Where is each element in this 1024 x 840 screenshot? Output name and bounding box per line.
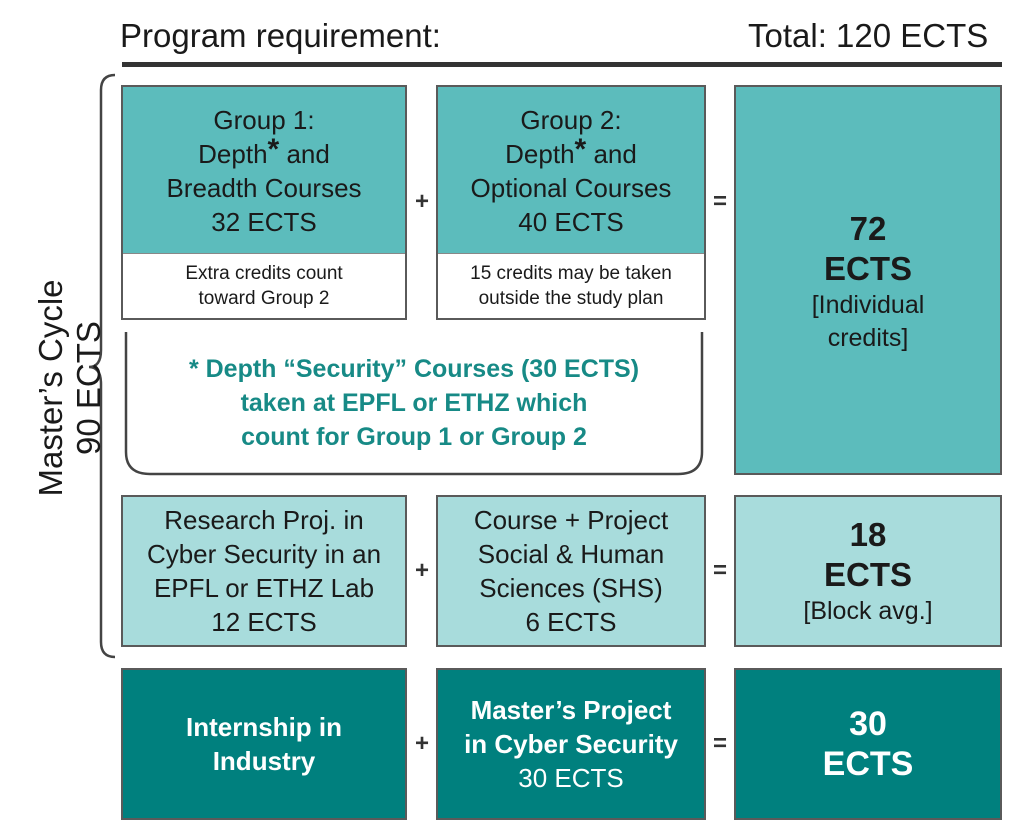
group1-depth: Depth <box>198 139 268 169</box>
group1-depth-line: Depth* and <box>198 133 330 171</box>
shs-line1: Course + Project <box>473 505 669 535</box>
group2-note-line1: 15 credits may be taken <box>470 263 672 284</box>
group1-header: Group 1: Depth* and Breadth Courses 32 E… <box>123 87 405 253</box>
shs-line2: Social & Human <box>477 539 665 569</box>
masters-cycle-title: Master’s Cycle <box>32 279 69 497</box>
total-30-value: 30 <box>849 705 887 743</box>
group2-box: Group 2: Depth* and Optional Courses 40 … <box>436 85 706 320</box>
total-72-note-line2: credits] <box>827 324 909 352</box>
plus-operator-row3: + <box>414 730 429 757</box>
group1-subtitle: Breadth Courses <box>166 173 362 203</box>
total-72-value: 72 <box>849 210 887 247</box>
total-18-value: 18 <box>849 515 887 553</box>
group2-header: Group 2: Depth* and Optional Courses 40 … <box>438 87 704 253</box>
total-30-unit: ECTS <box>822 745 914 783</box>
group1-note: Extra credits count toward Group 2 <box>123 253 405 318</box>
group2-depth-line: Depth* and <box>505 133 637 171</box>
group2-ects: 40 ECTS <box>518 207 624 237</box>
plus-operator-row1: + <box>414 188 429 215</box>
security-brace <box>124 332 704 476</box>
total-72-note-line1: [Individual <box>811 291 925 319</box>
total-30-box: 30 ECTS <box>734 668 1002 820</box>
group2-title: Group 2: <box>520 105 622 135</box>
group1-title: Group 1: <box>213 105 315 135</box>
group1-and: and <box>279 139 330 169</box>
group1-box: Group 1: Depth* and Breadth Courses 32 E… <box>121 85 407 320</box>
masters-project-box: Master’s Project in Cyber Security 30 EC… <box>436 668 706 820</box>
security-note-line2: taken at EPFL or ETHZ which <box>240 389 588 417</box>
total-18-note: [Block avg.] <box>803 596 933 625</box>
group1-ects: 32 ECTS <box>211 207 317 237</box>
group1-note-line2: toward Group 2 <box>198 288 330 309</box>
internship-line2: Industry <box>212 746 316 776</box>
masters-project-ects: 30 ECTS <box>518 763 624 793</box>
masters-project-line1: Master’s Project <box>470 695 672 725</box>
group2-and: and <box>586 139 637 169</box>
group1-star: * <box>267 133 280 166</box>
group2-star: * <box>574 133 587 166</box>
research-line2: Cyber Security in an <box>146 539 382 569</box>
total-18-unit: ECTS <box>823 555 912 593</box>
research-line3: EPFL or ETHZ Lab <box>153 573 375 603</box>
total-ects-label: Total: 120 ECTS <box>748 17 989 54</box>
shs-box: Course + Project Social & Human Sciences… <box>436 495 706 647</box>
group2-depth: Depth <box>505 139 575 169</box>
shs-line3: Sciences (SHS) <box>479 573 663 603</box>
total-72-unit: ECTS <box>823 250 912 287</box>
program-requirement-label: Program requirement: <box>120 17 441 54</box>
research-project-box: Research Proj. in Cyber Security in an E… <box>121 495 407 647</box>
masters-cycle-ects: 90 ECTS <box>70 321 107 455</box>
group2-note-line2: outside the study plan <box>478 288 664 309</box>
equals-operator-row1: = <box>712 188 727 215</box>
internship-line1: Internship in <box>186 712 342 742</box>
masters-cycle-bracket <box>88 73 116 659</box>
group2-note: 15 credits may be taken outside the stud… <box>438 253 704 318</box>
internship-box: Internship in Industry <box>121 668 407 820</box>
group1-note-line1: Extra credits count <box>185 263 343 284</box>
header-divider <box>122 62 1002 67</box>
equals-operator-row3: = <box>712 730 727 757</box>
masters-project-line2: in Cyber Security <box>464 729 678 759</box>
total-72-box: 72 ECTS [Individual credits] <box>734 85 1002 475</box>
research-line1: Research Proj. in <box>164 505 364 535</box>
security-note-line1: * Depth “Security” Courses (30 ECTS) <box>188 355 640 383</box>
plus-operator-row2: + <box>414 557 429 584</box>
equals-operator-row2: = <box>712 557 727 584</box>
security-note-line3: count for Group 1 or Group 2 <box>241 423 587 451</box>
shs-ects: 6 ECTS <box>525 607 617 637</box>
total-18-box: 18 ECTS [Block avg.] <box>734 495 1002 647</box>
research-ects: 12 ECTS <box>211 607 317 637</box>
masters-cycle-label: Master’s Cycle 90 ECTS <box>30 188 110 588</box>
security-note: * Depth “Security” Courses (30 ECTS) tak… <box>121 352 707 454</box>
group2-subtitle: Optional Courses <box>470 173 672 203</box>
